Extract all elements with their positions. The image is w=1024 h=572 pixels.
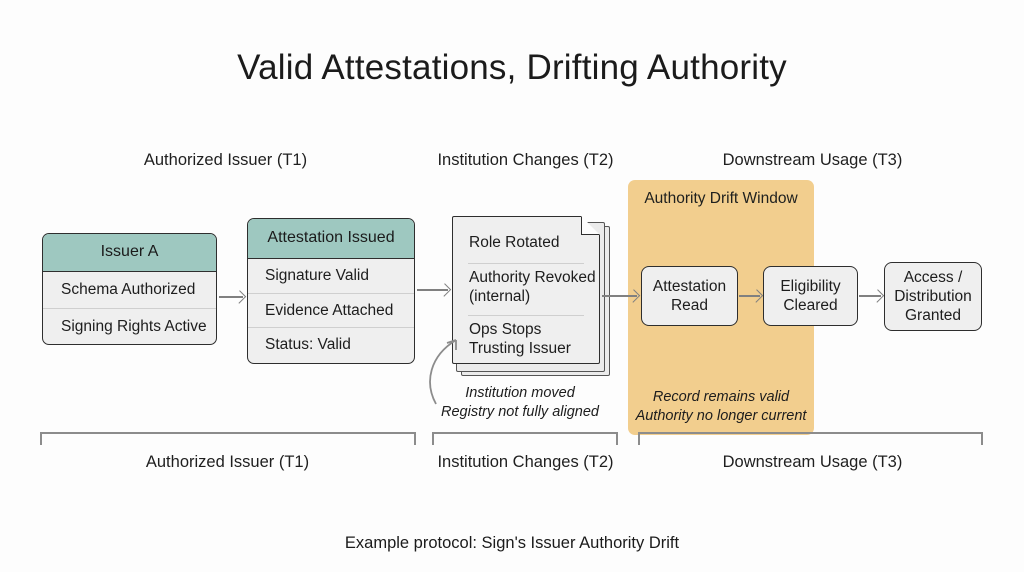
process-box-access-line-3: Granted	[904, 307, 961, 324]
process-box-access-granted[interactable]: Access / Distribution Granted	[884, 262, 982, 331]
process-box-eligibility-line-1: Eligibility	[780, 278, 841, 295]
process-box-eligibility-cleared[interactable]: Eligibility Cleared	[763, 266, 858, 326]
card-attestation-row-signature: Signature Valid	[265, 267, 369, 284]
annotation-curved-arrow-icon	[429, 339, 457, 405]
phase-label-bottom-t2: Institution Changes (T2)	[437, 453, 614, 471]
process-box-access-line-1: Access /	[903, 269, 963, 286]
document-row-ops-stops: Ops Stops Trusting Issuer	[452, 320, 600, 366]
phase-label-top-t2: Institution Changes (T2)	[437, 151, 614, 169]
document-row-authority-revoked-line-2: (internal)	[469, 288, 531, 305]
phase-label-bottom-t3: Downstream Usage (T3)	[722, 453, 903, 471]
card-attestation-row-status: Status: Valid	[248, 327, 414, 361]
document-separator	[468, 315, 584, 317]
document-row-authority-revoked-line-1: Authority Revoked	[469, 269, 596, 286]
page-title: Valid Attestations, Drifting Authority	[237, 48, 787, 87]
process-box-attestation-read-line-2: Read	[670, 297, 709, 314]
authority-drift-window-note: Record remains valid Authority no longer…	[620, 388, 822, 426]
authority-drift-window-title: Authority Drift Window	[644, 190, 798, 207]
document-row-ops-stops-line-2: Trusting Issuer	[469, 340, 571, 357]
drift-note-line-1: Record remains valid	[652, 389, 790, 405]
drift-note-line-2: Authority no longer current	[635, 408, 807, 424]
card-attestation-header: Attestation Issued	[248, 219, 414, 259]
process-box-access-line-2: Distribution	[894, 288, 972, 305]
footer-caption: Example protocol: Sign's Issuer Authorit…	[344, 534, 680, 552]
document-row-authority-revoked: Authority Revoked (internal)	[452, 268, 600, 314]
arrow-issuer-to-attestation	[219, 290, 247, 304]
card-issuer-a-row-signing: Signing Rights Active	[43, 308, 216, 344]
process-box-attestation-read[interactable]: Attestation Read	[641, 266, 738, 326]
card-issuer-a[interactable]: Issuer A Schema Authorized Signing Right…	[42, 233, 217, 345]
card-issuer-a-header: Issuer A	[43, 234, 216, 272]
bracket-t1	[40, 432, 416, 446]
document-institution-changes[interactable]	[452, 216, 600, 364]
phase-label-top-t3: Downstream Usage (T3)	[722, 151, 903, 169]
bracket-t2	[432, 432, 618, 446]
arrow-attestation-to-document	[417, 283, 452, 297]
process-box-eligibility-line-2: Cleared	[783, 297, 838, 314]
arrow-document-to-attestation-read	[602, 289, 641, 303]
document-row-role-rotated: Role Rotated	[469, 234, 560, 251]
card-attestation-row-evidence: Evidence Attached	[248, 293, 414, 327]
annotation-line-1: Institution moved	[465, 385, 575, 401]
bracket-t3	[638, 432, 983, 446]
annotation-line-2: Registry not fully aligned	[441, 404, 599, 420]
phase-label-top-t1: Authorized Issuer (T1)	[143, 151, 308, 169]
process-box-attestation-read-line-1: Attestation	[652, 278, 727, 295]
annotation-institution-moved: Institution moved Registry not fully ali…	[420, 384, 620, 422]
document-row-ops-stops-line-1: Ops Stops	[469, 321, 542, 338]
arrow-attestation-read-to-eligibility	[739, 289, 764, 303]
document-separator	[468, 263, 584, 265]
card-issuer-a-row-schema: Schema Authorized	[61, 281, 196, 298]
arrow-eligibility-to-access	[859, 289, 885, 303]
phase-label-bottom-t1: Authorized Issuer (T1)	[145, 453, 310, 471]
card-attestation-issued[interactable]: Attestation Issued Signature Valid Evide…	[247, 218, 415, 364]
